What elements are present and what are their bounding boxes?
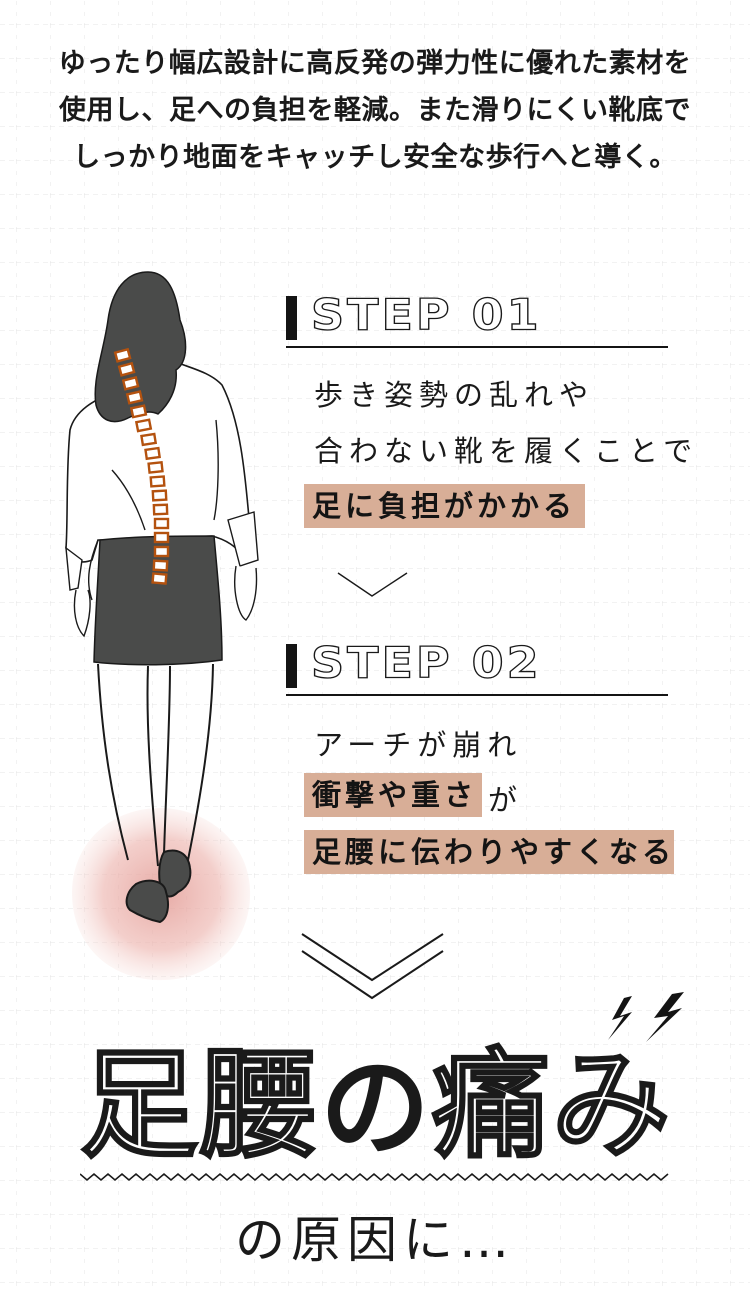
step-01-line-1: 歩き姿勢の乱れや bbox=[314, 378, 595, 412]
step-underline bbox=[286, 346, 668, 348]
intro-paragraph: ゆったり幅広設計に高反発の弾力性に優れた素材を 使用し、足への負担を軽減。また滑… bbox=[0, 40, 750, 181]
step-02-line-1: アーチが崩れ bbox=[314, 728, 523, 762]
zigzag-underline bbox=[80, 1172, 669, 1182]
headline-part-1: 足腰 bbox=[79, 1036, 321, 1174]
step-underline bbox=[286, 694, 668, 696]
headline: 足腰の痛み bbox=[79, 1039, 680, 1172]
step-02-highlight-1: 衝撃や重さ bbox=[304, 773, 482, 817]
step-01-header: STEP 01 bbox=[286, 289, 668, 348]
step-01-line-2: 合わない靴を履くことで bbox=[314, 434, 699, 468]
step-01-highlight: 足に負担がかかる bbox=[304, 484, 585, 528]
spine-vertebrae bbox=[113, 347, 170, 585]
step-02-label: STEP 02 bbox=[310, 637, 542, 688]
step-bar bbox=[286, 296, 297, 340]
intro-line: しっかり地面をキャッチし安全な歩行へと導く。 bbox=[73, 142, 677, 173]
double-chevron-down-icon bbox=[301, 933, 444, 1000]
headline-sub: の原因に… bbox=[235, 1211, 515, 1269]
step-02-particle: が bbox=[488, 783, 518, 817]
chevron-down-icon bbox=[337, 572, 408, 597]
step-bar bbox=[286, 644, 297, 688]
intro-line: ゆったり幅広設計に高反発の弾力性に優れた素材を bbox=[58, 48, 692, 79]
step-02-header: STEP 02 bbox=[286, 637, 668, 696]
step-02-highlight-2: 足腰に伝わりやすくなる bbox=[304, 830, 674, 874]
headline-part-2: の bbox=[320, 1044, 433, 1172]
step-01-label: STEP 01 bbox=[310, 289, 542, 340]
intro-line: 使用し、足への負担を軽減。また滑りにくい靴底で bbox=[59, 95, 691, 126]
headline-part-3: 痛み bbox=[431, 1036, 673, 1174]
